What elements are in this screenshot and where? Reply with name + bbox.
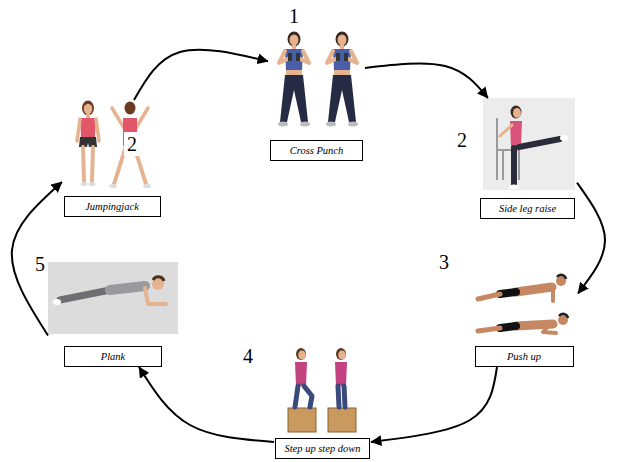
hair xyxy=(511,106,522,119)
exercise-name: Cross Punch xyxy=(273,144,360,157)
face xyxy=(298,350,306,359)
forearm xyxy=(145,288,166,304)
label-box: Plank xyxy=(64,346,162,367)
exercise-name: Step up step down xyxy=(278,442,367,455)
exercise-card: Step up step down xyxy=(274,345,371,459)
arm xyxy=(136,108,148,128)
hair xyxy=(296,348,306,360)
arm xyxy=(500,125,512,136)
hair xyxy=(125,102,136,115)
legs xyxy=(295,386,312,407)
exercise-card: Side leg raise xyxy=(478,98,577,219)
raised-leg xyxy=(519,139,560,147)
leg xyxy=(478,328,500,331)
arm xyxy=(551,288,555,301)
arm xyxy=(543,323,556,333)
photo-ground xyxy=(48,262,178,334)
exercise-name: Push up xyxy=(478,350,571,363)
leg xyxy=(511,148,517,185)
exercise-card: Push up xyxy=(470,262,578,367)
label-box: Jumpingjack xyxy=(64,196,161,217)
shoe xyxy=(560,135,568,141)
sports-top xyxy=(295,362,307,386)
cycle-arrow xyxy=(577,183,605,294)
callout-number: 3 xyxy=(436,250,452,274)
cycle-arrow xyxy=(139,367,274,442)
arm xyxy=(112,108,124,128)
exercise-card: Cross Punch xyxy=(268,28,365,161)
leg xyxy=(478,294,500,299)
exercise-name: Side leg raise xyxy=(483,202,572,215)
boxing-woman xyxy=(278,32,310,127)
shoe xyxy=(509,185,519,190)
step-box xyxy=(288,408,316,432)
face xyxy=(513,108,521,118)
boxing-woman xyxy=(326,32,358,127)
cycle-arrow xyxy=(365,63,488,98)
cycle-arrow xyxy=(12,182,62,336)
jumping-woman xyxy=(77,101,99,187)
label-box: Push up xyxy=(475,346,574,367)
shoe xyxy=(143,184,151,188)
cycle-arrow xyxy=(134,50,268,100)
leggings xyxy=(60,290,110,300)
label-box: Step up step down xyxy=(275,438,370,459)
torso xyxy=(516,287,552,292)
exercise-card: Jumpingjack xyxy=(62,100,162,217)
callout-number: 2 xyxy=(124,132,140,156)
legs xyxy=(338,386,345,407)
hair xyxy=(557,275,566,279)
exercise-card: Plank xyxy=(48,262,178,367)
callout-number: 4 xyxy=(240,344,256,368)
face xyxy=(338,350,346,359)
hair xyxy=(559,314,568,318)
photo-ground xyxy=(483,98,575,190)
sports-top xyxy=(335,362,347,386)
label-box: Side leg raise xyxy=(480,198,575,219)
shoe xyxy=(53,299,61,305)
hair xyxy=(153,277,164,281)
shoe xyxy=(109,184,117,188)
exercise-name: Plank xyxy=(67,350,159,363)
callout-number: 2 xyxy=(454,128,470,152)
exercise-name: Jumpingjack xyxy=(67,200,158,213)
sports-top xyxy=(110,286,145,290)
hair xyxy=(336,348,346,360)
callout-number: 5 xyxy=(32,252,48,276)
step-box xyxy=(328,408,356,432)
callout-number: 1 xyxy=(286,4,302,28)
cycle-arrow xyxy=(371,367,497,442)
label-box: Cross Punch xyxy=(270,140,363,161)
